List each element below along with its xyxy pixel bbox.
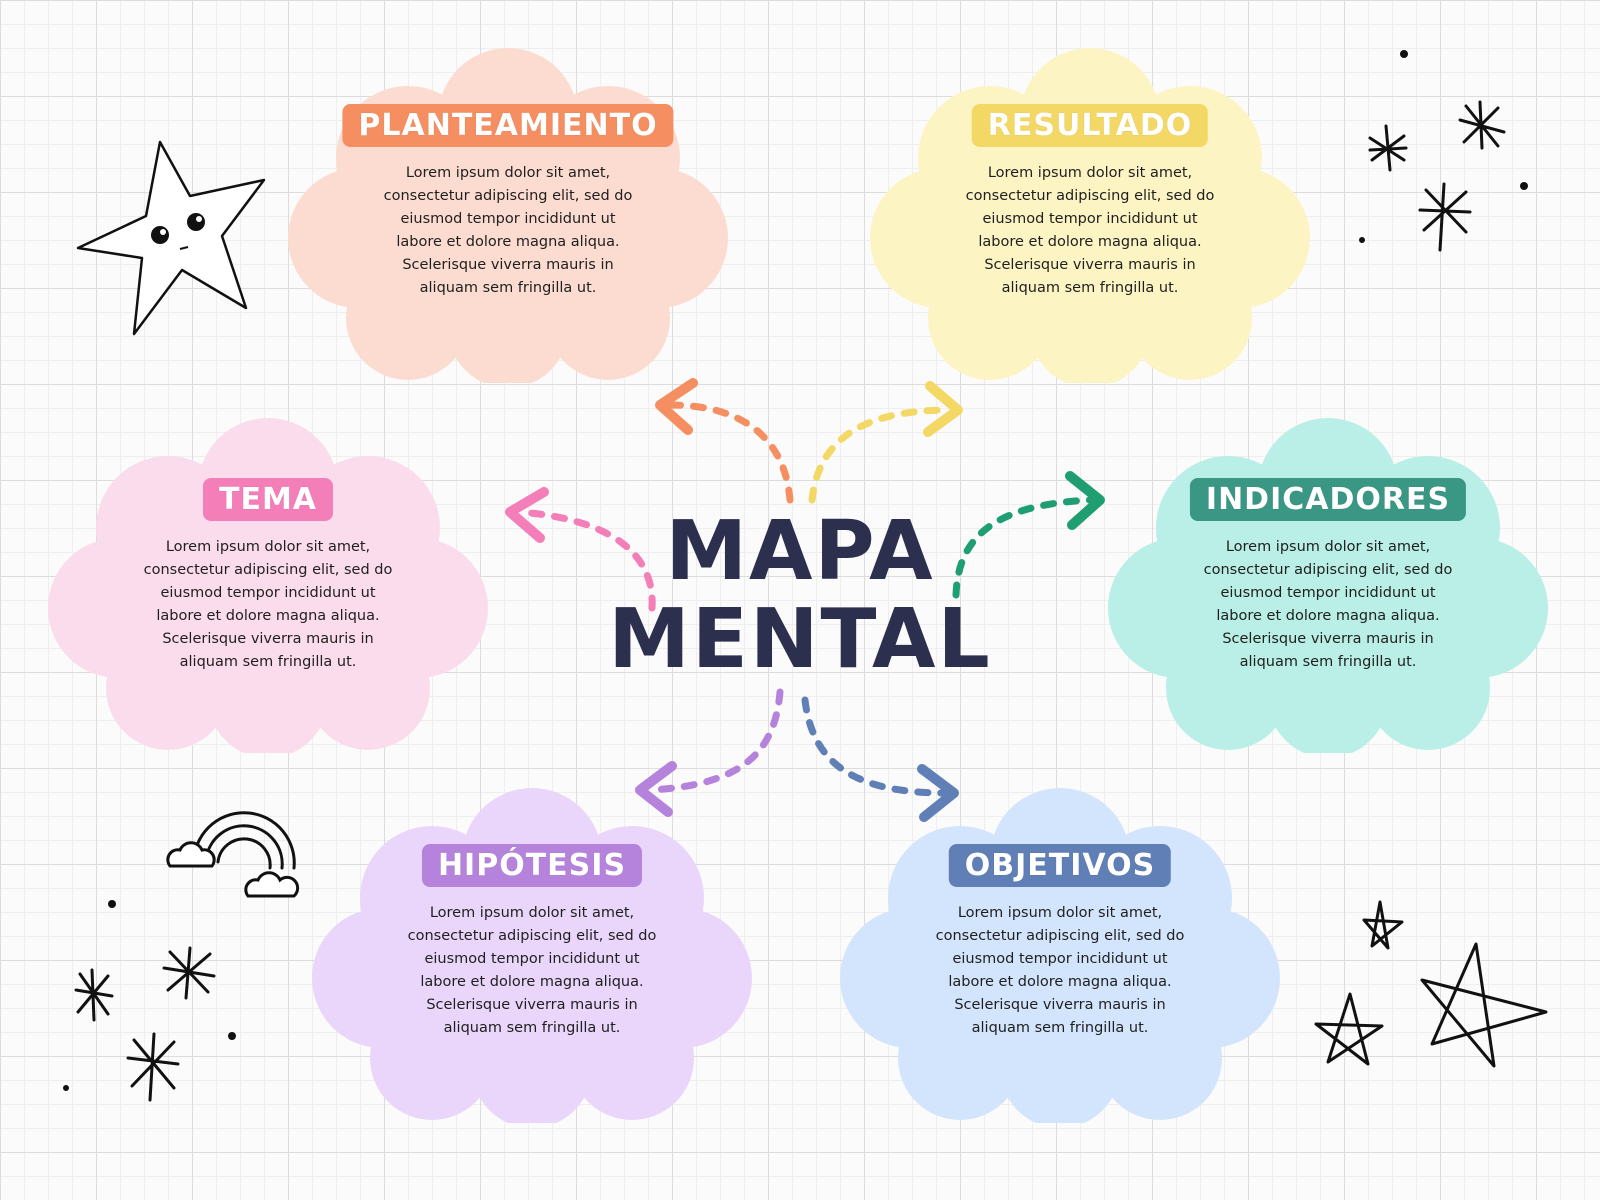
node-description: Lorem ipsum dolor sit amet, consectetur … — [1203, 539, 1453, 670]
node-title: RESULTADO — [971, 104, 1209, 147]
cloud-shape — [288, 48, 728, 383]
center-title-line-2: MENTAL — [608, 592, 992, 687]
sparkle-doodles-bottom-icon — [63, 900, 236, 1102]
node-title: HIPÓTESIS — [421, 844, 643, 887]
connector-arrowhead — [635, 761, 677, 817]
connector-arrow-line — [801, 696, 949, 797]
connector-arrowhead — [1065, 471, 1105, 530]
cloud-shape — [840, 788, 1280, 1123]
node-tema: TEMA Lorem ipsum dolor sit amet, consect… — [38, 408, 498, 753]
connector-arrow-line — [952, 496, 1094, 599]
node-description: Lorem ipsum dolor sit amet, consectetur … — [965, 165, 1215, 296]
connector-arrowhead — [923, 381, 963, 437]
cloud-shape — [870, 48, 1310, 383]
node-hipotesis: HIPÓTESIS Lorem ipsum dolor sit amet, co… — [302, 778, 762, 1123]
cloud-body — [108, 498, 428, 698]
sparkle-doodles-icon — [1359, 50, 1528, 252]
connector-arrowhead — [505, 487, 549, 543]
node-title: INDICADORES — [1189, 478, 1467, 521]
center-title: MAPA MENTAL — [600, 508, 1000, 684]
cloud-shape — [48, 418, 488, 753]
connector-arrows — [505, 378, 1105, 822]
center-title-line-1: MAPA — [665, 504, 935, 599]
node-title: OBJETIVOS — [948, 844, 1172, 887]
cloud-body — [1168, 498, 1488, 698]
node-title: TEMA — [202, 478, 334, 521]
star-face-doodle-icon — [76, 140, 266, 336]
connector-arrow-line — [646, 688, 784, 794]
node-planteamiento: PLANTEAMIENTO Lorem ipsum dolor sit amet… — [278, 38, 738, 383]
connector-arrow-line — [666, 401, 794, 504]
rainbow-doodle-icon — [166, 811, 300, 898]
cloud-body — [900, 868, 1220, 1068]
node-objetivos: OBJETIVOS Lorem ipsum dolor sit amet, co… — [830, 778, 1290, 1123]
node-description: Lorem ipsum dolor sit amet, consectetur … — [383, 165, 633, 296]
cloud-body — [348, 128, 668, 328]
connector-arrowhead — [917, 764, 959, 822]
node-description: Lorem ipsum dolor sit amet, consectetur … — [143, 539, 393, 670]
connector-arrow-line — [808, 406, 954, 504]
connector-arrow-line — [516, 508, 656, 612]
connector-arrowhead — [655, 378, 698, 435]
node-resultado: RESULTADO Lorem ipsum dolor sit amet, co… — [860, 38, 1320, 383]
node-indicadores: INDICADORES Lorem ipsum dolor sit amet, … — [1098, 408, 1558, 753]
cloud-body — [372, 868, 692, 1068]
node-description: Lorem ipsum dolor sit amet, consectetur … — [935, 905, 1185, 1036]
outline-star-doodles-icon — [1314, 900, 1548, 1068]
node-description: Lorem ipsum dolor sit amet, consectetur … — [407, 905, 657, 1036]
node-title: PLANTEAMIENTO — [342, 104, 674, 147]
cloud-body — [930, 128, 1250, 328]
